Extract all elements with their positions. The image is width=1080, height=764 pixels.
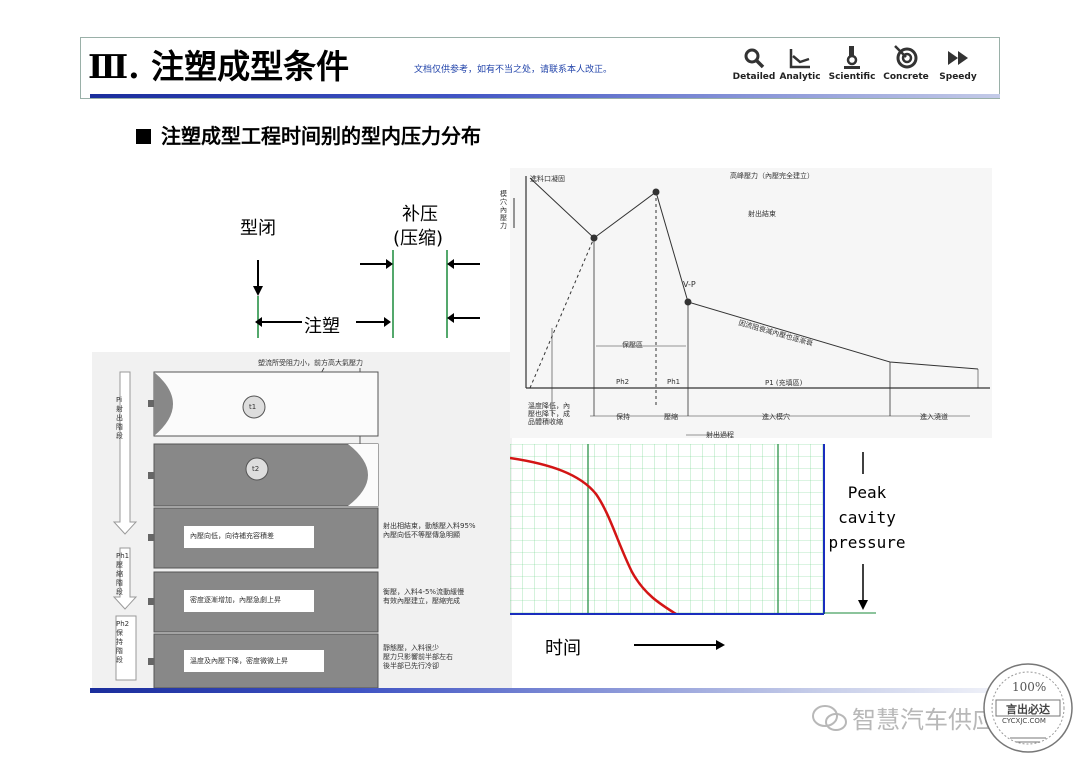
phase-ph2: Ph2 — [616, 378, 630, 386]
unfilled-t2 — [348, 444, 378, 506]
analytic-badge: Analytic — [772, 46, 828, 82]
cavity-box-1-inner — [184, 526, 314, 548]
footer-bar — [90, 688, 990, 693]
time-arrow — [634, 640, 725, 650]
bottom-left-note: 溫度降低，內 壓也降下，成 品體積收縮 — [528, 402, 570, 426]
pressure-decay-chart — [510, 444, 876, 616]
scientific-badge: Scientific — [824, 44, 880, 82]
box-3-note: 靜態壓，入料很少 壓力只影響前半部左右 後半部已先行冷卻 — [383, 644, 453, 670]
arrowhead-down — [253, 286, 263, 296]
arrowhead-left — [447, 259, 454, 269]
inject-label: 注塑 — [304, 316, 340, 337]
process-timeline — [253, 250, 480, 338]
wechat-icon — [812, 705, 847, 731]
shot-process-label: 射出過程 — [706, 431, 734, 439]
section-heading: 注塑成型工程时间别的型内压力分布 — [136, 120, 481, 149]
pack-label: 补压 — [402, 204, 438, 225]
section-heading-text: 注塑成型工程时间别的型内压力分布 — [161, 124, 481, 148]
arrowhead-right — [386, 259, 393, 269]
arrowhead-left-2 — [255, 317, 262, 327]
header-underline — [90, 94, 1000, 98]
pressure-graph — [513, 176, 990, 436]
top-note: 塑流所受阻力小，前方高大氣壓力 — [258, 359, 363, 367]
nozzle-3 — [148, 534, 154, 541]
certification-stamp — [983, 663, 1073, 753]
stage-ph1-label: Ph1 壓縮階段 — [116, 552, 130, 596]
concrete-badge: Concrete — [878, 44, 934, 82]
marker-t2-label: t2 — [252, 465, 260, 473]
square-bullet-icon — [136, 129, 151, 144]
phase-ph1: Ph1 — [667, 378, 681, 386]
fast-forward-icon — [948, 51, 968, 65]
marker-t2 — [245, 457, 269, 481]
cavity-t1 — [153, 371, 379, 437]
arrowhead-left-3 — [447, 313, 454, 323]
marker-t1 — [242, 395, 266, 419]
cavity-box-2-inner — [184, 590, 314, 612]
cavity-diagram — [112, 367, 379, 689]
stage-arrow-ph2 — [115, 615, 137, 681]
nozzle-1 — [148, 400, 154, 407]
pressure-curve — [529, 177, 979, 370]
stamp-mid: 言出必达 — [1006, 703, 1050, 716]
stamp-url: CYCXJC.COM — [1002, 717, 1046, 725]
nozzle-2 — [148, 472, 154, 479]
cavity-box-3-inner — [184, 650, 324, 672]
box-3-inner-text: 溫度及內壓下降，密度微微上昇 — [190, 657, 288, 665]
time-label: 时间 — [545, 638, 581, 659]
mold-close-label: 型闭 — [240, 218, 276, 239]
lower-phase-cavity: 進入模穴 — [762, 413, 790, 421]
lower-phase-compress: 壓縮 — [664, 413, 678, 421]
stage-ph2-label: Ph2 保持階段 — [116, 620, 130, 664]
grid-background — [510, 444, 824, 614]
stage-arrow-pi — [112, 371, 138, 535]
box-2-inner-text: 密度逐漸增加，內壓急劇上昇 — [190, 596, 281, 604]
scientific-label: Scientific — [828, 72, 876, 82]
box-2-note: 衡壓，入料4-5%流動緩慢 有效內壓建立，壓縮完成 — [383, 588, 465, 605]
arrowhead-right-2 — [384, 317, 391, 327]
detailed-badge: Detailed — [726, 46, 782, 82]
gate-seal-label: 進料口凝固 — [530, 175, 565, 183]
stamp-top: 100% — [1012, 680, 1047, 694]
injection-end-label: 射出結束 — [748, 210, 776, 218]
microscope-icon — [844, 46, 860, 69]
page-title: Ⅲ. 注塑成型条件 — [88, 47, 350, 86]
pressure-decay-curve — [510, 456, 677, 616]
box-1-note: 射出相結束，動態壓入料95% 內壓向低不等壓傳急明顯 — [383, 522, 476, 539]
analytic-label: Analytic — [779, 72, 821, 82]
chart-icon — [789, 49, 810, 69]
pressure-dashed-rise — [529, 237, 595, 389]
lower-phase-runner: 進入澆道 — [920, 413, 948, 421]
hold-zone-label: 保壓區 — [622, 341, 643, 349]
detailed-label: Detailed — [732, 72, 776, 82]
compress-label: (压缩) — [393, 228, 444, 249]
stage-pi-label: Pi 射出階段 — [116, 396, 123, 440]
peak-point — [652, 188, 660, 196]
speedy-label: Speedy — [939, 72, 977, 82]
disclaimer-note: 文档仅供参考，如有不当之处，请联系本人改正。 — [414, 65, 613, 75]
speedy-badge: Speedy — [930, 46, 986, 82]
marker-t1-label: t1 — [249, 403, 257, 411]
pressure-graph-panel — [510, 168, 992, 438]
nozzle-4 — [148, 598, 154, 605]
peak-label: 高峰壓力（內壓完全建立） — [730, 172, 814, 180]
melt-front-t1 — [154, 372, 173, 436]
magnifier-icon — [744, 48, 765, 69]
nozzle-5 — [148, 658, 154, 665]
vp-label: V-P — [683, 280, 696, 289]
box-1-inner-text: 內壓向低，向待補充容積差 — [190, 532, 274, 540]
peak-arrowhead — [858, 600, 868, 610]
lower-phase-hold: 保持 — [616, 413, 630, 421]
pressure-ylabel: 模穴內壓力 — [500, 190, 507, 230]
phase-p1: P1 (充填區) — [765, 379, 803, 387]
peak-cavity-pressure-label: Peak cavity pressure — [828, 483, 906, 552]
stage-arrow-ph1 — [112, 547, 138, 610]
concrete-label: Concrete — [883, 72, 929, 82]
target-icon — [894, 45, 918, 69]
